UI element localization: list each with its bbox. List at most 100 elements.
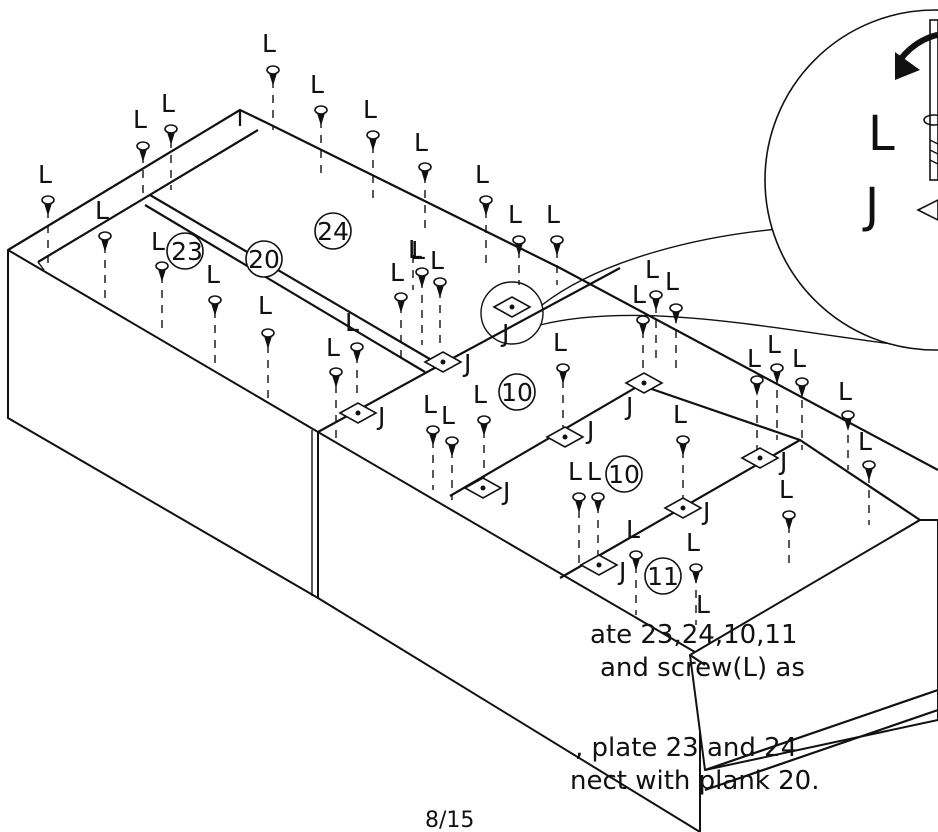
screw-l-label: L <box>686 528 700 557</box>
screw-l <box>782 510 796 531</box>
part-number-10b-text: 10 <box>608 460 640 489</box>
screw-l <box>98 231 112 252</box>
screw-l-label: L <box>508 200 522 229</box>
screw-l <box>394 292 408 313</box>
screw-l-label: L <box>133 105 147 134</box>
screw-l-label: L <box>345 308 359 337</box>
zoom-bracket <box>916 199 938 221</box>
brackets-group <box>338 296 780 576</box>
bracket-j-label: J <box>617 557 626 586</box>
screw-l <box>366 130 380 151</box>
screw-l-label: L <box>441 401 455 430</box>
screw-l-label: L <box>151 227 165 256</box>
screw-l <box>669 303 683 324</box>
bracket-j-label: J <box>376 402 385 431</box>
screw-l-label: L <box>553 328 567 357</box>
zoom-screw-label: L <box>868 106 895 162</box>
bracket-j-label: J <box>585 416 594 445</box>
screw-l <box>433 277 447 298</box>
screw-l <box>426 425 440 446</box>
screw-l <box>136 141 150 162</box>
front-panel-right <box>317 431 701 832</box>
screw-l <box>629 550 643 571</box>
screw-l <box>415 267 429 288</box>
instruction-line-2: and screw(L) as <box>600 653 805 683</box>
bracket-j-hole <box>596 562 602 568</box>
bracket-j-label: J <box>462 349 471 378</box>
bracket-j-hole <box>562 434 568 440</box>
instruction-line-3: , plate 23 and 24 <box>575 733 798 763</box>
screw-l <box>261 328 275 349</box>
screw-l <box>350 342 364 363</box>
screw-l <box>572 492 586 513</box>
screw-l-label: L <box>262 29 276 58</box>
screw-l <box>418 162 432 183</box>
bracket-j-label: J <box>778 447 787 476</box>
screw-l <box>649 290 663 311</box>
part-number-10a: 10 <box>498 373 536 411</box>
part-number-23: 23 <box>166 232 204 270</box>
part-number-24-text: 24 <box>317 217 349 246</box>
screws-group <box>41 65 876 584</box>
part-number-10b: 10 <box>605 455 643 493</box>
screw-l-label: L <box>645 255 659 284</box>
screw-l <box>155 261 169 282</box>
screw-l-label: L <box>475 160 489 189</box>
part-number-20-text: 20 <box>248 245 280 274</box>
callout-line-top <box>541 227 791 306</box>
screw-l <box>591 492 605 513</box>
screw-l <box>750 375 764 396</box>
detail-zoom-bubble: L J <box>764 9 938 351</box>
plinth-corner <box>689 654 706 666</box>
screw-l-label: L <box>430 246 444 275</box>
screw-l-label: L <box>390 258 404 287</box>
part-number-23-text: 23 <box>171 237 203 266</box>
page-number: 8/15 <box>425 808 475 832</box>
bracket-j-hole <box>509 304 515 310</box>
screw-l-label: L <box>838 377 852 406</box>
screw-l <box>329 367 343 388</box>
part-number-10a-text: 10 <box>501 378 533 407</box>
bracket-j-hole <box>480 485 486 491</box>
part-number-11-text: 11 <box>647 562 679 591</box>
screw-l-label: L <box>414 128 428 157</box>
bracket-j-hole <box>641 380 647 386</box>
screw-l-label: L <box>568 457 582 486</box>
right-end-panel <box>689 519 938 771</box>
bracket-j-hole <box>680 505 686 511</box>
screw-l-label: L <box>747 344 761 373</box>
bracket-j-hole <box>757 455 763 461</box>
screw-l-label: L <box>696 590 710 619</box>
bracket-j-hole <box>440 359 446 365</box>
screw-l-label: L <box>767 330 781 359</box>
bracket-j-hole <box>355 410 361 416</box>
screw-l-label: L <box>411 236 425 265</box>
plinth-top <box>704 688 938 772</box>
screw-l-label: L <box>473 380 487 409</box>
screw-l <box>689 563 703 584</box>
screw-l-label: L <box>363 95 377 124</box>
screw-l-label: L <box>95 196 109 225</box>
screw-l <box>862 460 876 481</box>
screw-l <box>636 315 650 336</box>
bracket-j-label: J <box>501 477 510 506</box>
plate-11-edge <box>559 438 921 579</box>
screw-l <box>164 124 178 145</box>
rotation-arrow <box>897 32 938 62</box>
bracket-j-label: J <box>500 319 509 348</box>
plank-20-edge-top <box>149 194 441 366</box>
screw-l-label: L <box>258 291 272 320</box>
screw-l <box>556 363 570 384</box>
screw-l <box>841 410 855 431</box>
bracket-j-label: J <box>624 392 633 421</box>
zoom-bracket-label: J <box>862 178 879 234</box>
screw-l-label: L <box>673 400 687 429</box>
top-board-back-edge <box>7 108 938 471</box>
bracket-j-label: J <box>701 497 710 526</box>
screw-l-label: L <box>161 89 175 118</box>
screw-l-label: L <box>423 390 437 419</box>
screw-l <box>41 195 55 216</box>
screw-l-label: L <box>779 475 793 504</box>
